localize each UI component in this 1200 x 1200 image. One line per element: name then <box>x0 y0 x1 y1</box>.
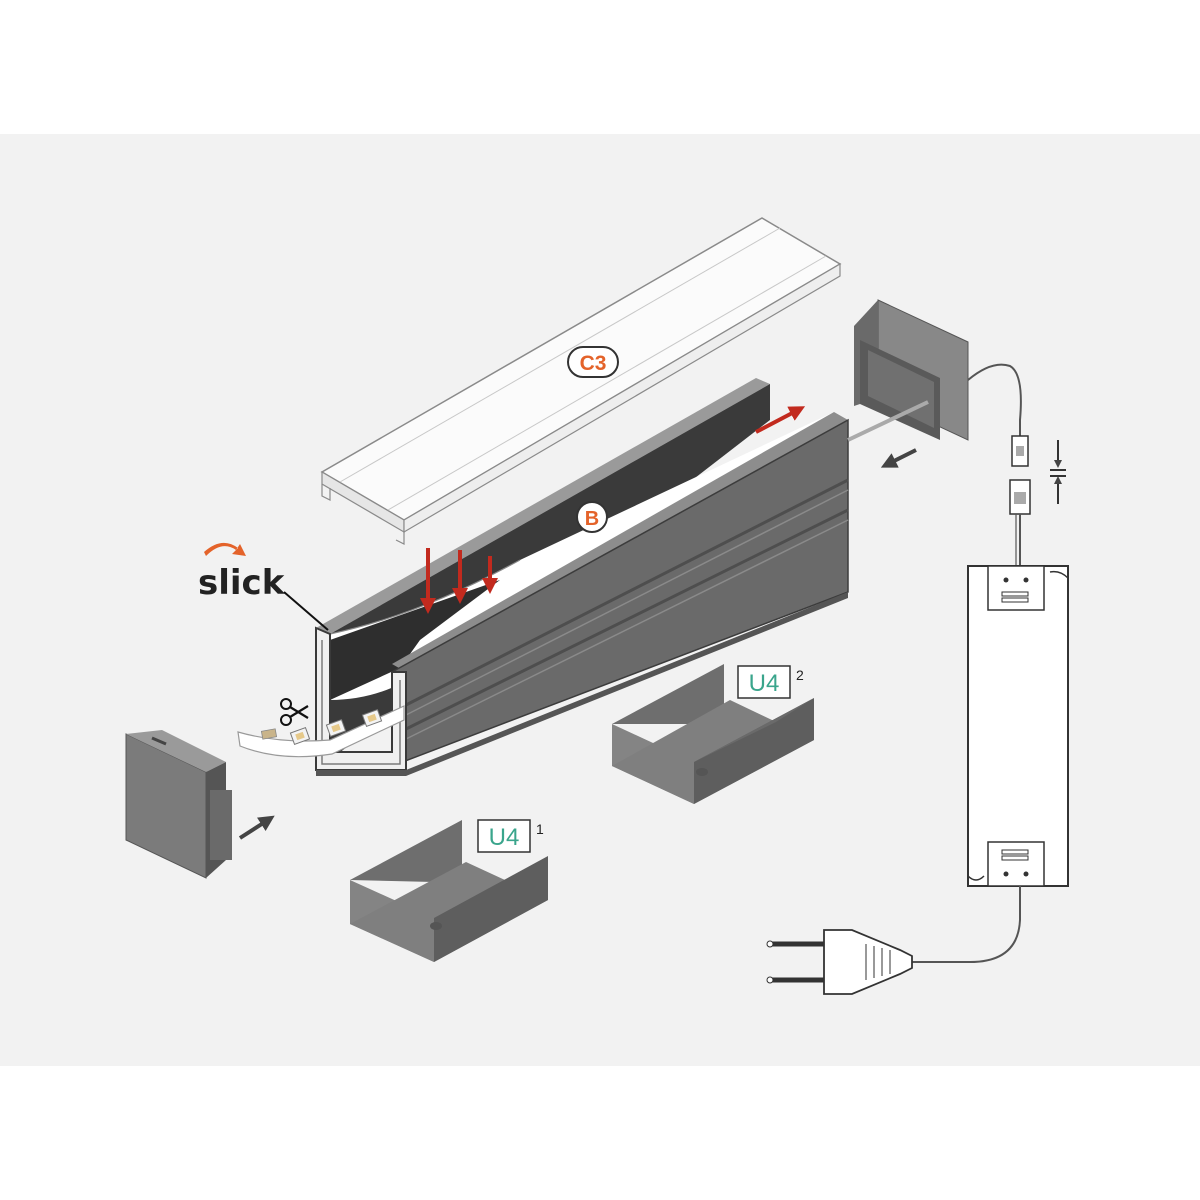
vertical-arrows-icon <box>1050 440 1066 504</box>
mounting-clip-1 <box>350 820 548 962</box>
clip-2-label: U4 2 <box>737 665 804 699</box>
power-supply <box>967 565 1069 887</box>
clip-1-label: U4 1 <box>477 819 544 853</box>
mains-cable <box>906 886 1021 963</box>
slick-brand: slick <box>198 542 329 631</box>
cable-top <box>967 363 1022 442</box>
scissors-icon <box>280 698 309 726</box>
mains-plug <box>766 929 913 995</box>
led-strip <box>237 705 405 758</box>
profile-label-text: B <box>585 508 599 530</box>
end-cap-arrow <box>238 815 275 840</box>
end-cap-right <box>847 299 969 442</box>
slide-arrow <box>755 406 806 434</box>
swoosh-icon <box>204 542 246 556</box>
cover-label-text: C3 <box>580 352 607 375</box>
clip-1-label-text: U4 <box>489 824 520 851</box>
end-cap-left <box>125 730 232 879</box>
mounting-clip-2 <box>612 664 814 804</box>
clip-2-label-text: U4 <box>749 670 780 697</box>
insert-arrows <box>420 406 806 614</box>
cover-label: C3 <box>567 346 619 378</box>
profile-label: B <box>576 501 608 533</box>
slick-pointer-line <box>283 591 329 631</box>
clip-1-index: 1 <box>536 821 544 837</box>
clip-2-index: 2 <box>796 667 804 683</box>
slick-brand-text: slick <box>198 563 286 603</box>
end-cap-right-arrow <box>880 448 917 468</box>
cable-connector <box>1009 435 1031 566</box>
